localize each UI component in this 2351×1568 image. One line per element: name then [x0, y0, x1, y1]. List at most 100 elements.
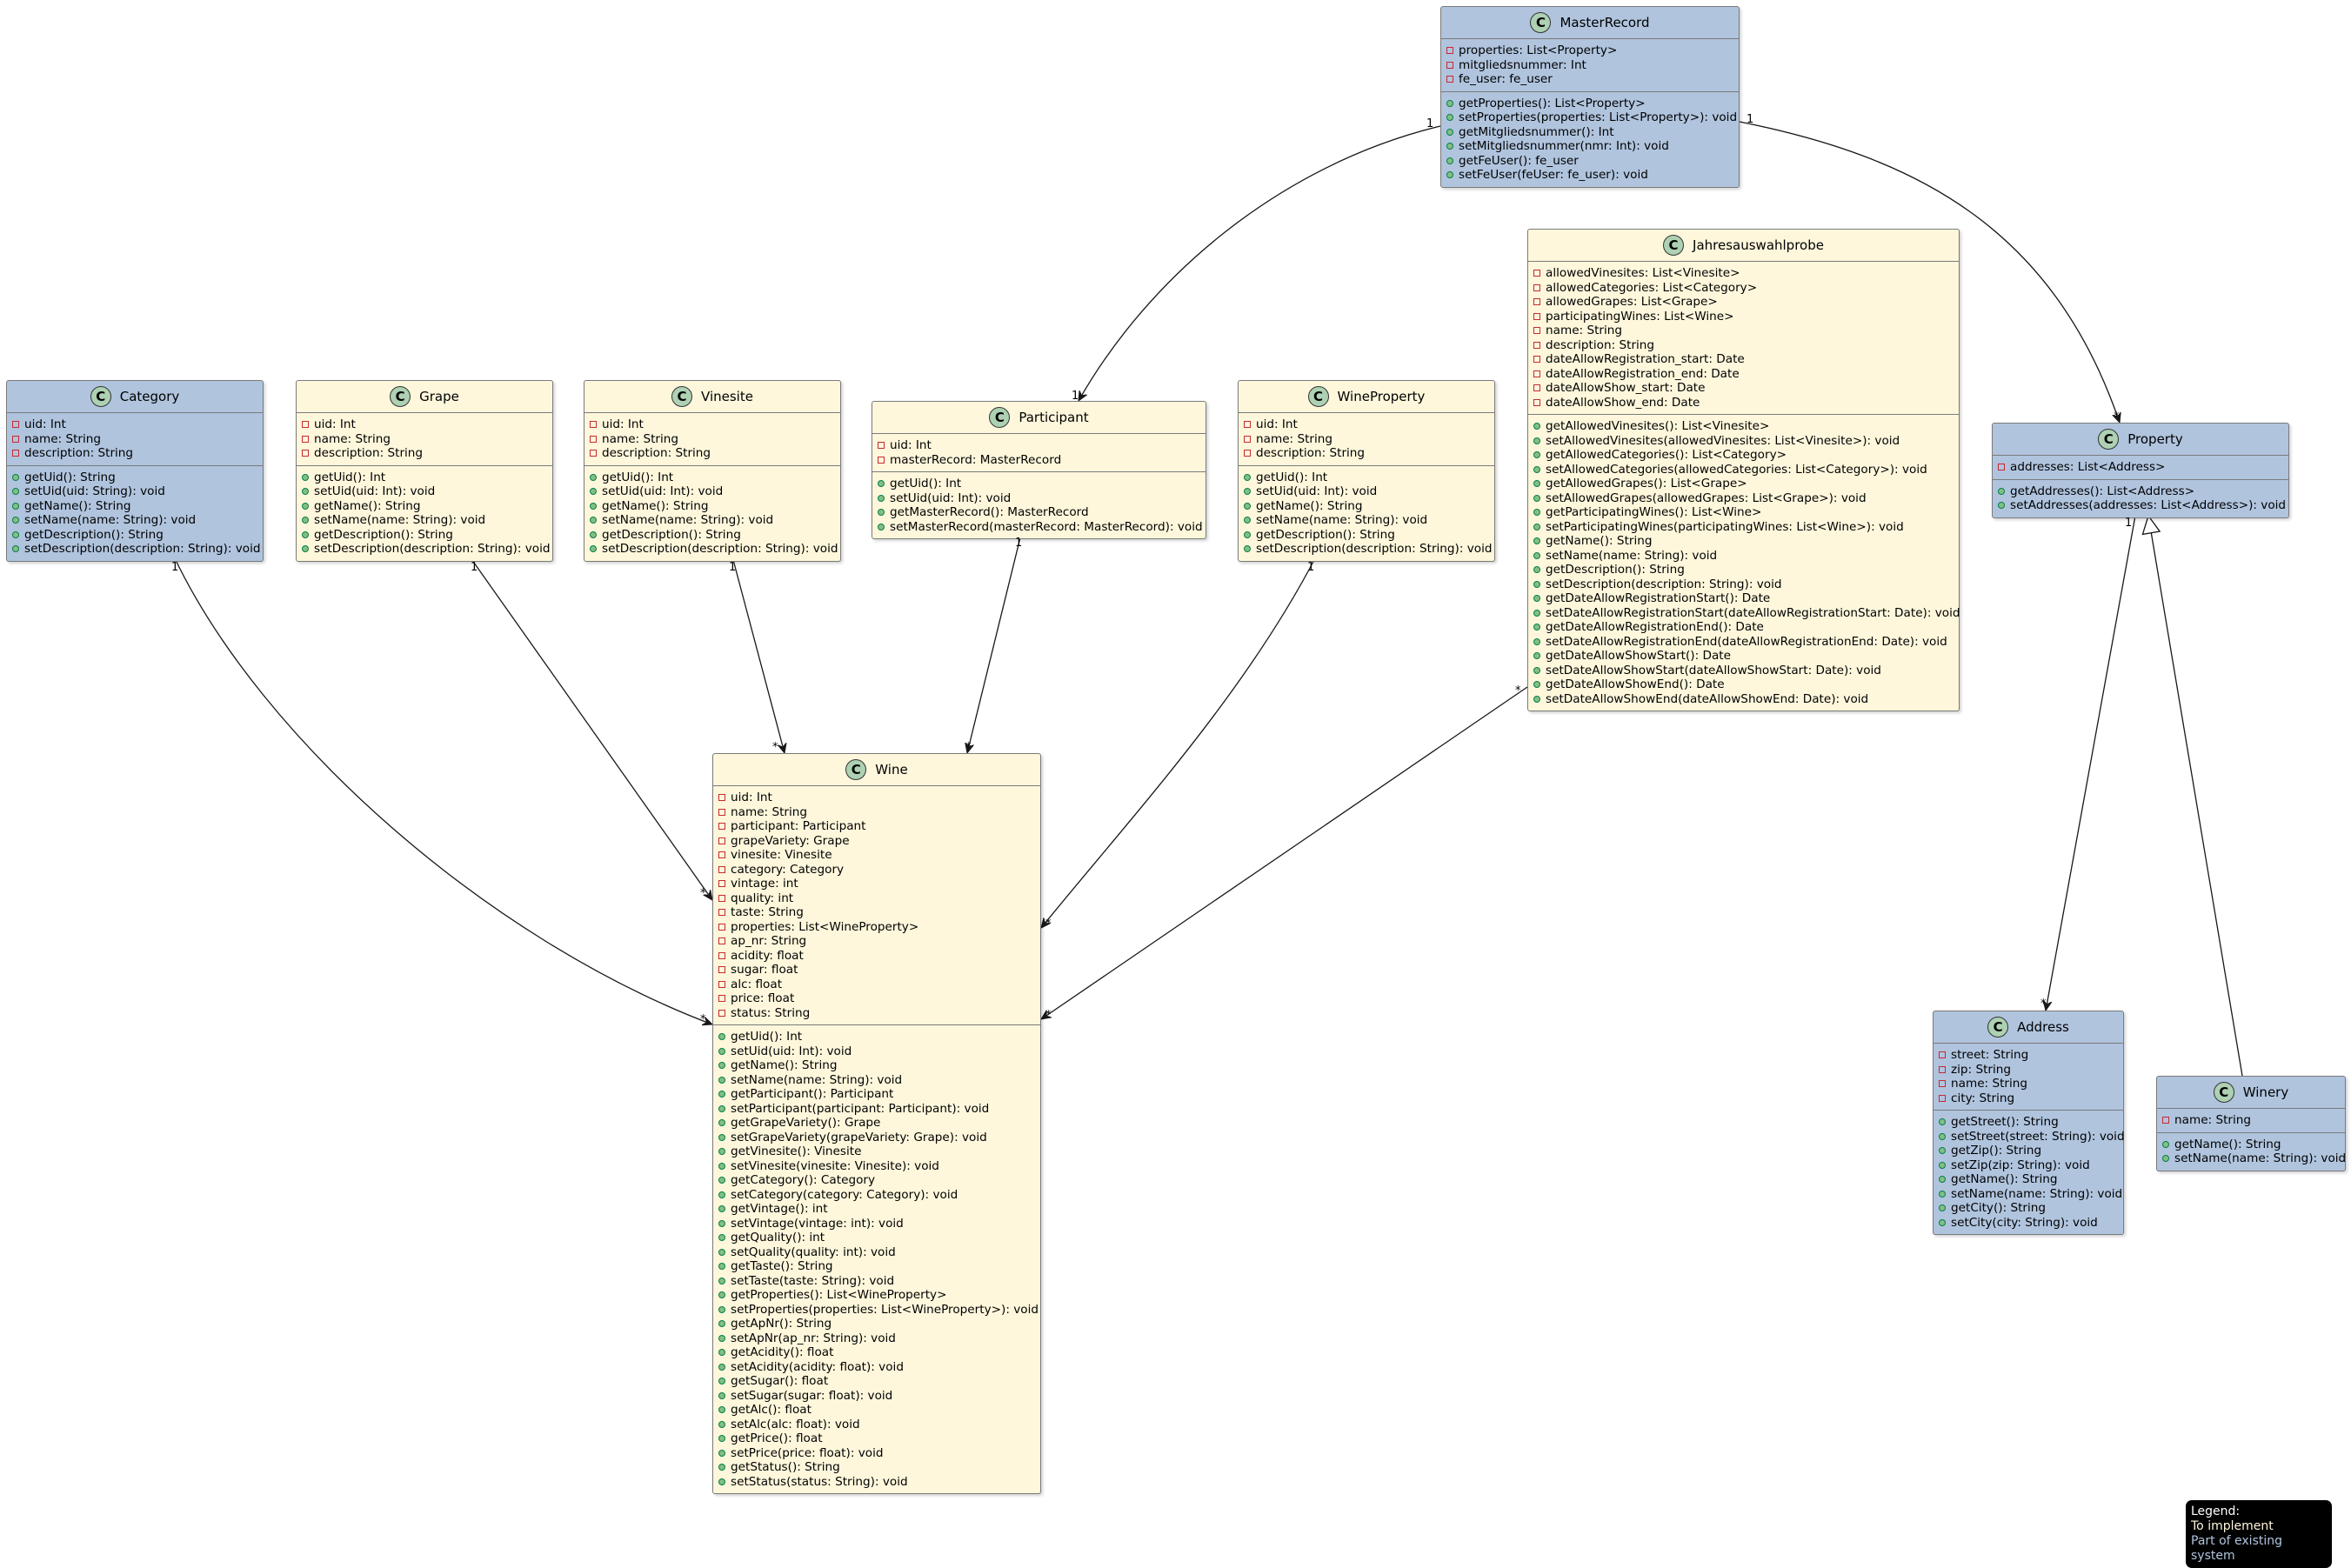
method-row: getDescription(): String — [1533, 563, 1954, 577]
attribute-text: dateAllowShow_end: Date — [1546, 395, 1700, 410]
method-text: getUid(): Int — [1256, 470, 1328, 484]
public-visibility-icon — [718, 1234, 725, 1242]
method-text: setUid(uid: Int): void — [890, 490, 1012, 505]
public-visibility-icon — [1533, 523, 1540, 530]
class-header: C Address — [1934, 1011, 2123, 1044]
attribute-text: participant: Participant — [731, 819, 866, 833]
attribute-text: name: String — [1256, 431, 1333, 446]
private-visibility-icon — [2162, 1117, 2169, 1124]
method-text: setName(name: String): void — [2174, 1151, 2347, 1165]
method-text: setProperties(properties: List<Property>… — [1459, 110, 1738, 124]
attribute-text: city: String — [1951, 1091, 2015, 1105]
multiplicity-target: * — [1045, 1009, 1052, 1022]
method-text: setName(name: String): void — [24, 513, 197, 527]
method-text: getZip(): String — [1951, 1144, 2042, 1158]
method-text: getQuality(): int — [731, 1231, 825, 1244]
public-visibility-icon — [718, 1363, 725, 1371]
method-text: setAcidity(acidity: float): void — [731, 1359, 904, 1374]
method-text: getGrapeVariety(): Grape — [731, 1116, 881, 1130]
legend-existing-system: Part of existing system — [2191, 1534, 2283, 1563]
private-visibility-icon — [1533, 298, 1540, 306]
private-visibility-icon — [590, 450, 597, 457]
public-visibility-icon — [1939, 1161, 1946, 1169]
multiplicity-target: * — [965, 741, 972, 754]
method-text: setUid(uid: Int): void — [602, 484, 724, 498]
method-text: getName(): String — [2174, 1137, 2281, 1151]
method-text: getAcidity(): float — [731, 1345, 834, 1359]
method-row: getAllowedGrapes(): List<Grape> — [1533, 477, 1954, 491]
method-row: getProperties(): List<Property> — [1446, 97, 1733, 111]
private-visibility-icon — [302, 435, 309, 443]
public-visibility-icon — [1939, 1132, 1946, 1140]
attribute-row: taste: String — [718, 905, 1035, 920]
method-row: setDateAllowRegistrationEnd(dateAllowReg… — [1533, 635, 1954, 650]
method-text: setDateAllowRegistrationStart(dateAllowR… — [1546, 605, 1960, 620]
method-text: getUid(): String — [24, 470, 116, 484]
method-row: getDescription(): String — [302, 528, 547, 543]
method-row: getCity(): String — [1939, 1201, 2118, 1216]
attribute-row: dateAllowShow_end: Date — [1533, 396, 1954, 410]
public-visibility-icon — [590, 502, 597, 510]
method-text: setCategory(category: Category): void — [731, 1187, 958, 1202]
public-visibility-icon — [1939, 1218, 1946, 1226]
method-text: getStatus(): String — [731, 1460, 840, 1474]
method-text: setName(name: String): void — [731, 1072, 903, 1087]
method-row: setName(name: String): void — [590, 513, 835, 528]
method-text: setParticipant(participant: Participant)… — [731, 1101, 990, 1116]
method-row: setName(name: String): void — [718, 1073, 1035, 1088]
method-text: setAddresses(addresses: List<Address>): … — [2010, 498, 2287, 512]
attribute-text: name: String — [602, 431, 679, 446]
attribute-row: name: String — [1244, 432, 1489, 447]
public-visibility-icon — [718, 1435, 725, 1443]
attribute-row: name: String — [590, 432, 835, 447]
attribute-row: description: String — [12, 446, 257, 461]
multiplicity-source: 1 — [471, 561, 478, 574]
private-visibility-icon — [1939, 1094, 1946, 1102]
public-visibility-icon — [718, 1464, 725, 1471]
attributes-section: addresses: List<Address> — [1993, 456, 2288, 479]
class-stereotype-icon: C — [1987, 1017, 2009, 1038]
private-visibility-icon — [1533, 356, 1540, 364]
method-row: setUid(uid: Int): void — [590, 484, 835, 499]
attribute-text: grapeVariety: Grape — [731, 833, 850, 848]
method-row: setMasterRecord(masterRecord: MasterReco… — [878, 520, 1203, 535]
class-name: Address — [2017, 1019, 2069, 1035]
association-edge-property-address — [2046, 515, 2136, 1011]
attribute-text: allowedGrapes: List<Grape> — [1546, 295, 1718, 309]
public-visibility-icon — [1939, 1147, 1946, 1155]
method-text: setUid(uid: Int): void — [1256, 484, 1378, 498]
private-visibility-icon — [718, 794, 725, 802]
legend-to-implement: To implement — [2191, 1519, 2274, 1533]
method-row: getSugar(): float — [718, 1374, 1035, 1389]
public-visibility-icon — [590, 530, 597, 538]
multiplicity-source: 1 — [171, 561, 179, 574]
attributes-section: properties: List<Property>mitgliedsnumme… — [1441, 39, 1739, 91]
attribute-text: vinesite: Vinesite — [731, 848, 832, 862]
public-visibility-icon — [1533, 480, 1540, 488]
private-visibility-icon — [718, 851, 725, 859]
method-text: setDateAllowShowEnd(dateAllowShowEnd: Da… — [1546, 691, 1869, 706]
private-visibility-icon — [718, 865, 725, 873]
public-visibility-icon — [1533, 451, 1540, 459]
public-visibility-icon — [718, 1091, 725, 1098]
multiplicity-target: 1 — [1072, 390, 1079, 403]
method-row: setAllowedVinesites(allowedVinesites: Li… — [1533, 434, 1954, 449]
attribute-row: name: String — [1533, 324, 1954, 338]
method-text: setDescription(description: String): voi… — [602, 542, 838, 556]
multiplicity-target: * — [700, 1013, 706, 1026]
private-visibility-icon — [1244, 421, 1251, 429]
public-visibility-icon — [718, 1334, 725, 1342]
private-visibility-icon — [1533, 370, 1540, 377]
public-visibility-icon — [1533, 652, 1540, 660]
method-row: getName(): String — [1533, 534, 1954, 549]
private-visibility-icon — [1446, 47, 1453, 55]
